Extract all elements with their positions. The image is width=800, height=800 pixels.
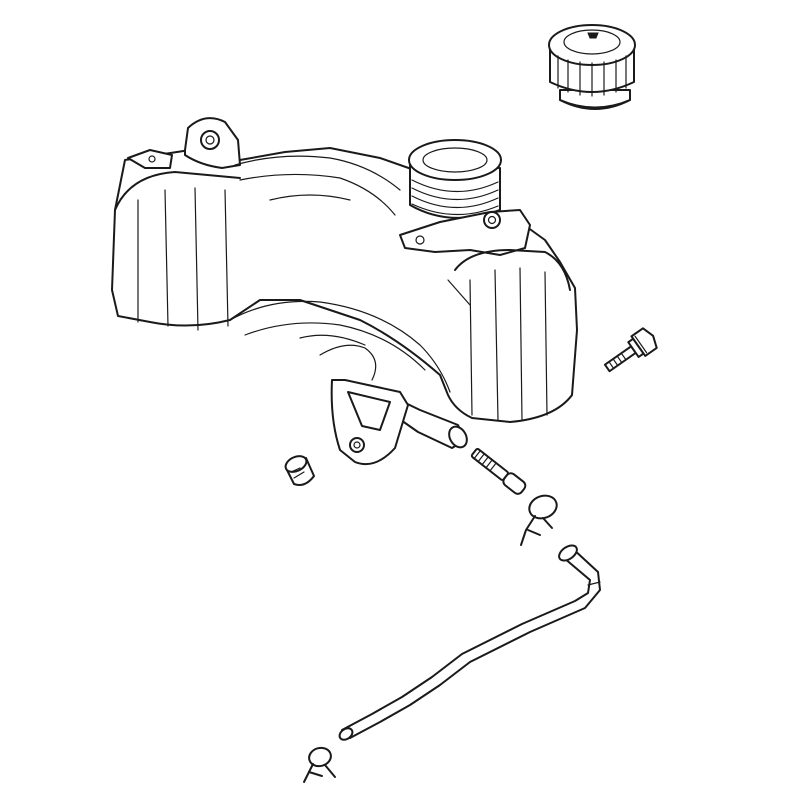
- fuel-cap-icon: [548, 24, 636, 110]
- spring-clamp-icon: [303, 746, 336, 783]
- grommet-icon: [284, 455, 315, 486]
- hose-icon: [338, 544, 601, 741]
- bolt-icon: [603, 327, 658, 373]
- fuel-tank-icon: [111, 117, 578, 466]
- spring-clamp-icon: [520, 494, 558, 546]
- fitting-icon: [470, 448, 527, 495]
